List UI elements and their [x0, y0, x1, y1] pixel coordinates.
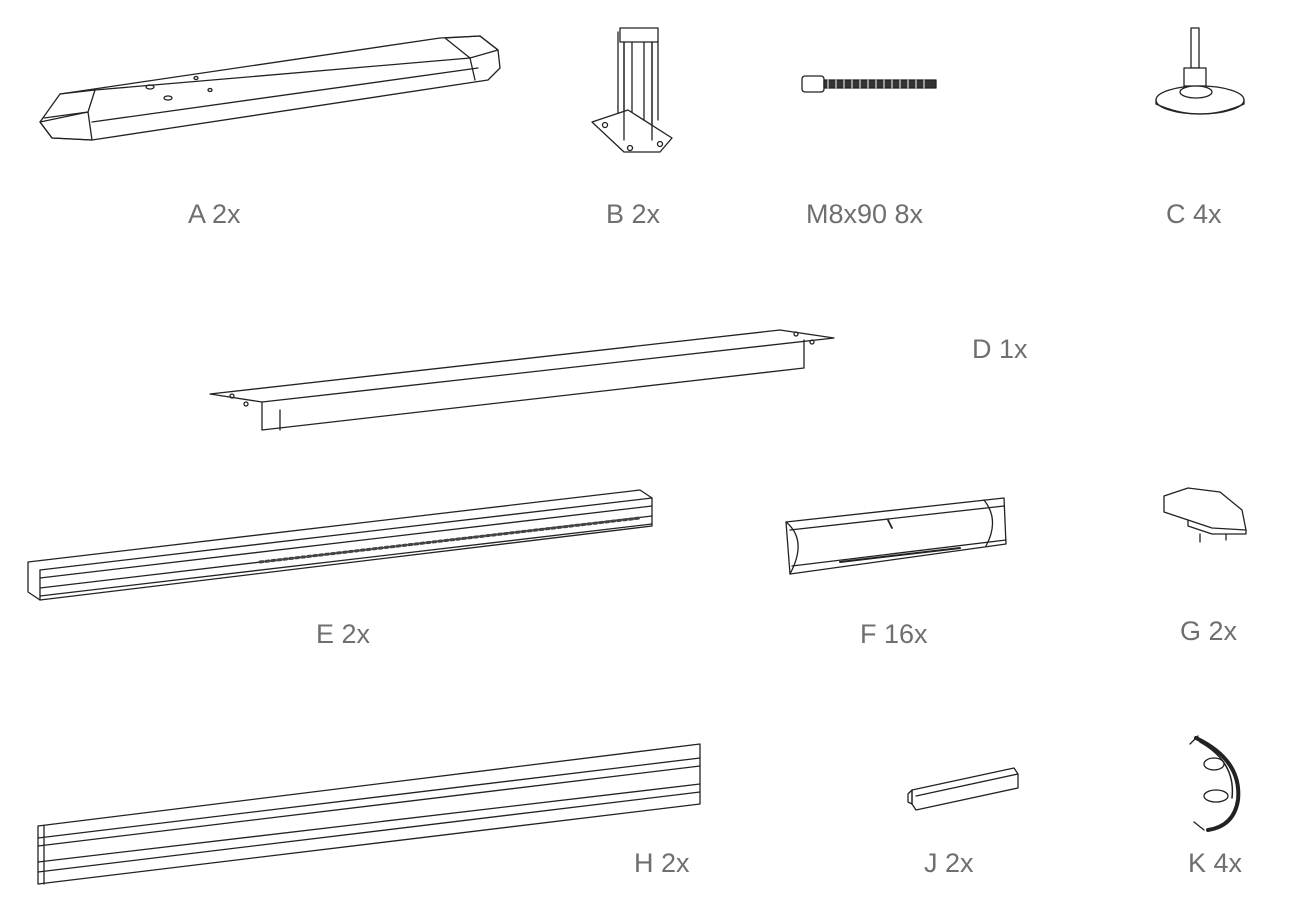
label-h: H 2x — [634, 848, 690, 878]
label-b: B 2x — [606, 199, 661, 229]
label-d: D 1x — [972, 334, 1028, 364]
label-k: K 4x — [1188, 848, 1243, 878]
label-g: G 2x — [1180, 616, 1238, 646]
label-a: A 2x — [188, 199, 241, 229]
cable-channel-icon — [785, 497, 1007, 575]
base-foot-icon — [39, 35, 501, 141]
label-e: E 2x — [316, 619, 371, 649]
label-f: F 16x — [860, 619, 928, 649]
leveling-foot-icon — [1155, 27, 1245, 115]
column-bracket-icon — [591, 27, 673, 153]
bolt-icon — [801, 75, 937, 93]
cable-clip-icon — [1189, 735, 1241, 832]
rail-profile-icon — [27, 489, 653, 601]
crossbar-icon — [209, 329, 835, 431]
cover-strip-icon — [907, 767, 1019, 811]
end-cap-icon — [1163, 487, 1247, 543]
panel-profile-icon — [37, 743, 701, 885]
label-c: C 4x — [1166, 199, 1222, 229]
label-m8x90: M8x90 8x — [806, 199, 924, 229]
label-j: J 2x — [924, 848, 974, 878]
